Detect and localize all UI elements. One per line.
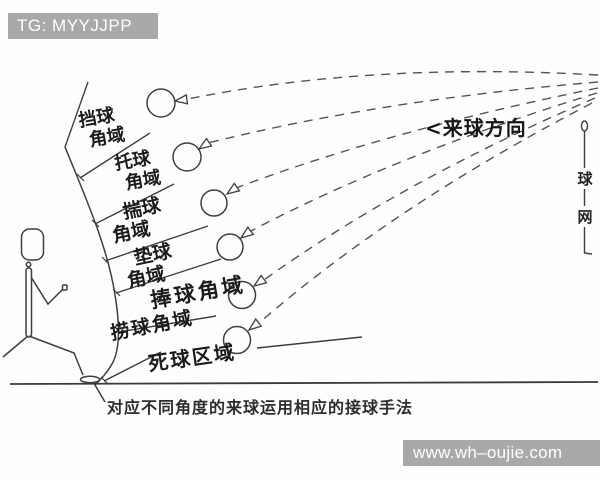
arrow-icon-3 (225, 182, 241, 196)
net-post-top (580, 120, 589, 132)
tick-icon (112, 288, 121, 297)
player-left-leg (2, 335, 29, 358)
player-arm (30, 276, 64, 306)
arrowheads (173, 93, 268, 332)
ball-1 (146, 88, 176, 118)
trajectory-line-5 (263, 97, 596, 281)
player-figure (2, 228, 101, 384)
player-foot (79, 375, 101, 384)
net-label-char: 球 (576, 168, 594, 189)
trajectory-line-3 (235, 87, 599, 189)
trajectory-line-1 (187, 70, 599, 100)
dead-zone-boundary-line (256, 336, 363, 349)
tick-icon (115, 327, 124, 336)
ball-2 (172, 142, 202, 172)
net-label: 球 网 (576, 168, 594, 227)
incoming-direction-label: <来球方向 (425, 116, 527, 140)
ball-3 (200, 189, 228, 217)
player-body (25, 267, 33, 338)
tick-icon (76, 173, 85, 182)
tick-icon (91, 219, 100, 228)
ball-4 (216, 233, 244, 261)
divider-6 (103, 351, 162, 382)
divider-3 (104, 225, 209, 262)
watermark-bottom-right: www.wh–oujie.com (403, 440, 600, 466)
ball-5 (227, 280, 257, 310)
arrow-icon-2 (197, 137, 213, 151)
net-label-char: 网 (576, 206, 594, 227)
player-hand (61, 284, 68, 291)
trajectory-line-6 (258, 102, 593, 324)
divider-top (64, 81, 89, 148)
divider-2 (94, 183, 175, 225)
ball-6 (222, 325, 252, 355)
reach-arc (64, 146, 120, 403)
player-head (20, 228, 45, 261)
zone-label-blocking: 挡球 角域 (77, 104, 127, 153)
player-neck (25, 261, 32, 268)
diagram-caption: 对应不同角度的来球运用相应的接球手法 (106, 398, 413, 417)
trajectory-line-4 (250, 92, 598, 232)
ground-line (9, 381, 599, 385)
arrow-icon-4 (239, 226, 255, 240)
tick-icon (101, 256, 110, 265)
player-right-leg (28, 335, 84, 376)
zone-divider-lines (64, 81, 363, 382)
balls (146, 88, 257, 355)
divider-1 (79, 132, 151, 179)
zone-label-lifting: 托球 角域 (113, 147, 163, 196)
divider-5 (118, 315, 217, 333)
watermark-top-left: TG: MYYJJPP (8, 13, 158, 39)
arrow-icon-6 (247, 317, 263, 332)
arrow-icon-5 (252, 274, 268, 288)
arrow-icon-1 (173, 93, 189, 105)
trajectory-lines (187, 70, 599, 324)
divider-4 (115, 258, 222, 294)
